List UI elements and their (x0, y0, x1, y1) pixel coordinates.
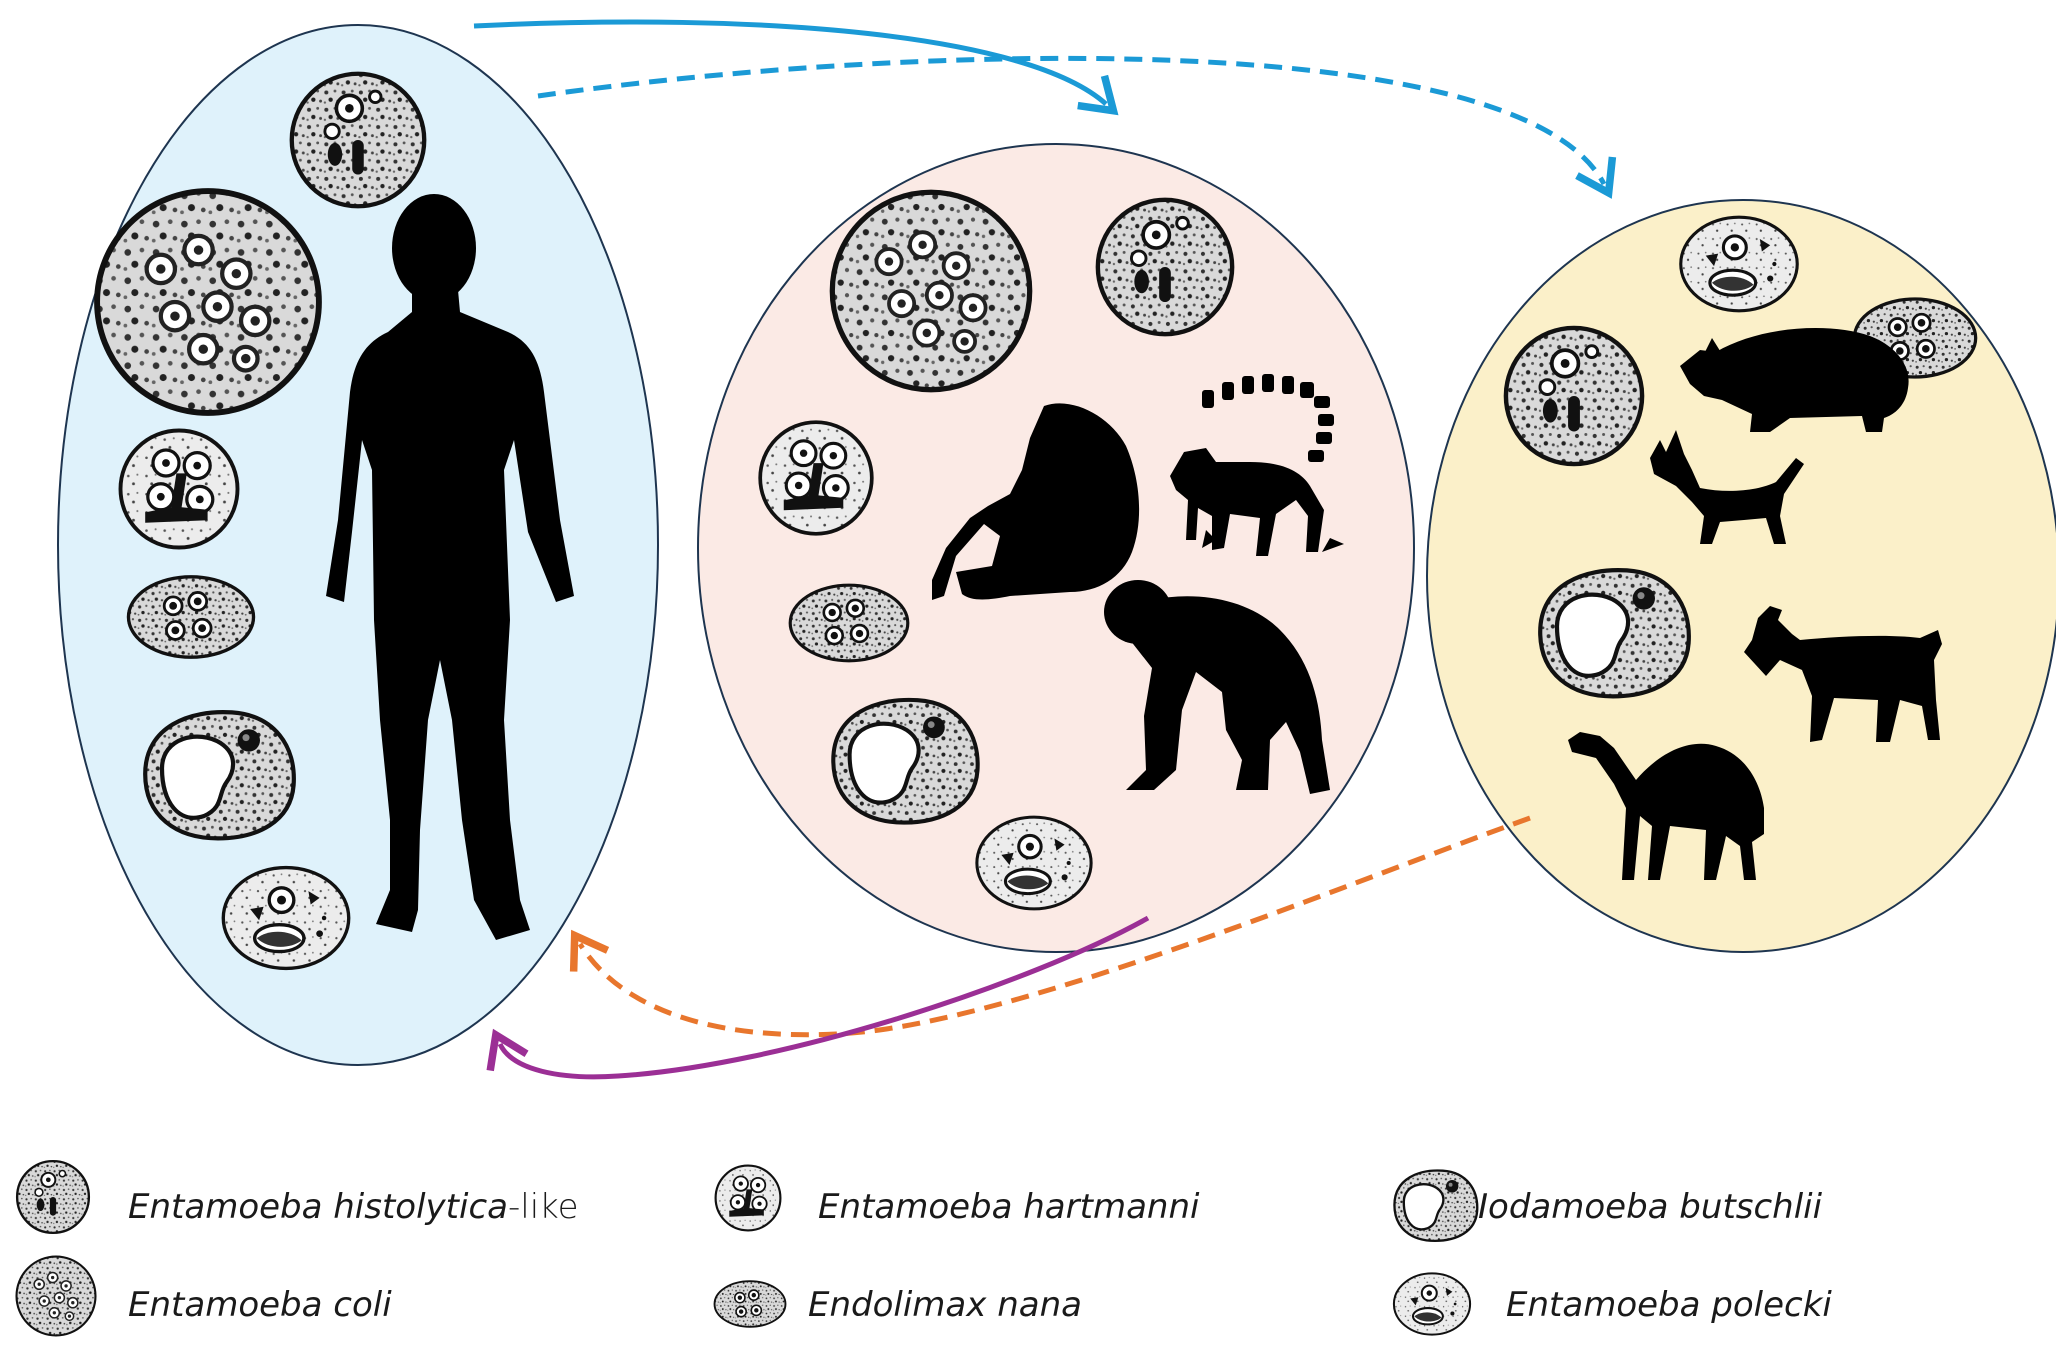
legend-label-histolytica: Entamoeba histolytica-like (128, 1187, 579, 1227)
pig-silhouette (1680, 328, 1909, 432)
legend-label-polecki: Entamoeba polecki (1506, 1285, 1832, 1325)
legend-label-nana: Endolimax nana (808, 1285, 1082, 1325)
polecki-cyst-icon (975, 815, 1093, 911)
legend-label-coli: Entamoeba coli (128, 1285, 392, 1325)
arrow-human-to-livestock (537, 55, 1617, 199)
chimpanzee-silhouette (1104, 580, 1330, 794)
histolytica-cyst-icon (15, 1159, 91, 1235)
coli-cyst-icon (97, 191, 319, 413)
polecki-cyst-icon (221, 865, 351, 971)
legend: Entamoeba histolytica-like Entamoeba col… (15, 1159, 1832, 1337)
arrow-livestock-to-human (569, 815, 1531, 1038)
nana-cyst-icon (788, 583, 910, 663)
histolytica-cyst-icon (1506, 328, 1642, 464)
polecki-cyst-icon (1392, 1272, 1472, 1336)
arrow-human-to-primates (473, 19, 1119, 116)
butschlii-cyst-icon (1540, 570, 1689, 696)
human-silhouette (326, 194, 574, 940)
coli-cyst-icon (15, 1255, 97, 1337)
monkey-silhouette (932, 403, 1140, 600)
legend-label-butschlii: Iodamoeba butschlii (1478, 1187, 1823, 1227)
coli-cyst-icon (832, 192, 1029, 389)
lemur-silhouette (1170, 374, 1344, 556)
dog-silhouette (1650, 430, 1804, 544)
butschlii-cyst-icon (833, 700, 977, 823)
hartmanni-cyst-icon (118, 428, 240, 550)
camel-silhouette (1568, 732, 1764, 880)
nana-cyst-icon (713, 1280, 787, 1328)
histolytica-cyst-icon (292, 74, 424, 206)
arrow-primates-to-human (486, 915, 1150, 1080)
goat-silhouette (1744, 606, 1942, 742)
histolytica-cyst-icon (1098, 200, 1232, 334)
hartmanni-cyst-icon (714, 1164, 782, 1232)
nana-cyst-icon (126, 575, 256, 659)
butschlii-cyst-icon (1393, 1169, 1479, 1243)
hartmanni-cyst-icon (758, 420, 874, 536)
legend-label-hartmanni: Entamoeba hartmanni (818, 1187, 1200, 1227)
polecki-cyst-icon (1679, 215, 1799, 313)
butschlii-cyst-icon (145, 712, 294, 838)
